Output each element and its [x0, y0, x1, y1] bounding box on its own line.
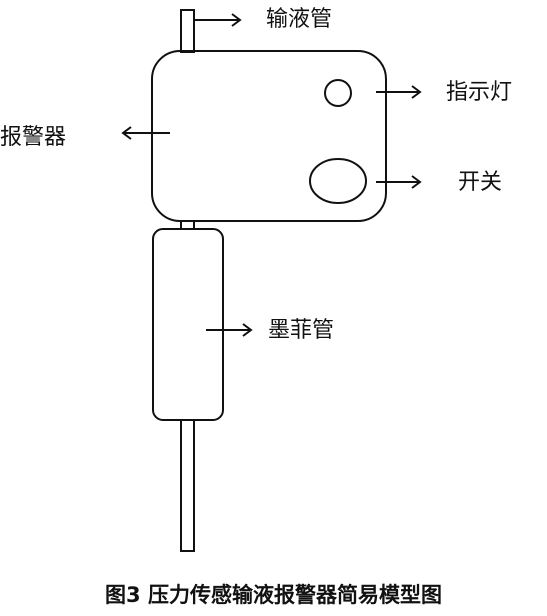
switch-shape [309, 158, 367, 204]
infusion-tube-top [180, 9, 195, 53]
label-indicator-light: 指示灯 [446, 80, 513, 105]
indicator-light-shape [324, 79, 352, 107]
alarm-housing [151, 50, 387, 222]
label-murphy-tube: 墨菲管 [268, 318, 335, 343]
arrow-switch [376, 175, 422, 189]
infusion-tube-bottom [180, 419, 195, 552]
arrow-indicator-light [376, 85, 422, 99]
murphy-tube-shape [152, 228, 224, 421]
arrow-murphy-tube [206, 323, 253, 337]
label-infusion-tube: 输液管 [266, 7, 333, 32]
arrow-infusion-tube [194, 13, 242, 27]
connector-tube [180, 220, 195, 230]
label-switch: 开关 [458, 170, 503, 195]
arrow-alarm [121, 126, 170, 140]
label-alarm: 报警器 [0, 125, 67, 150]
figure-caption: 图3 压力传感输液报警器简易模型图 [105, 583, 442, 607]
